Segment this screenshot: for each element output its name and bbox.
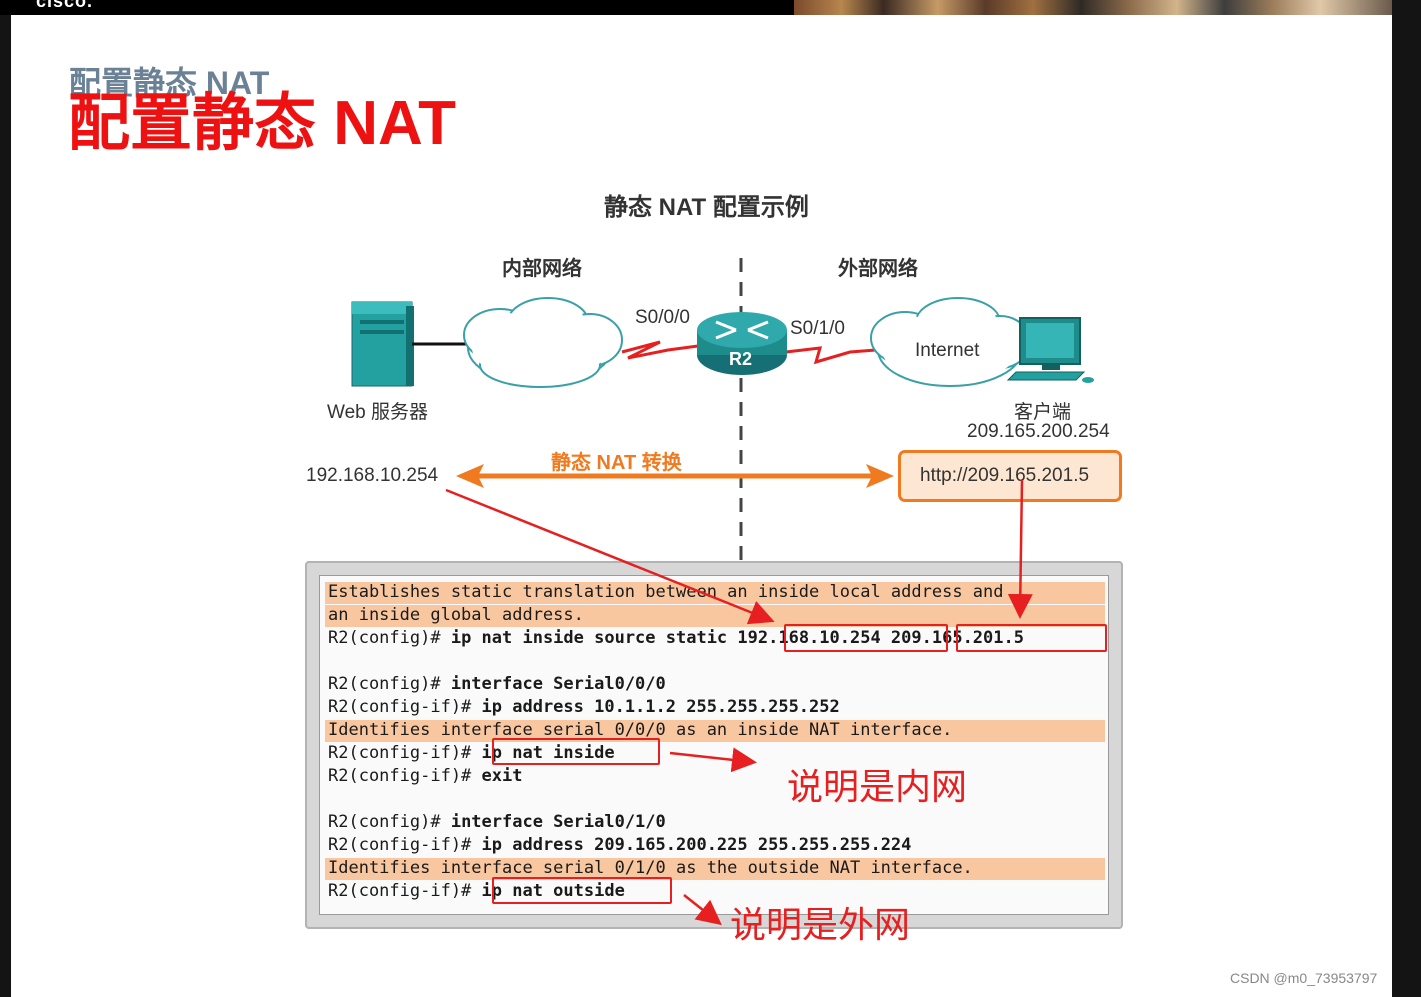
- console-command-line: R2(config)# ip nat inside source static …: [328, 627, 1024, 649]
- console-prompt: R2(config-if)#: [328, 697, 482, 717]
- console-command-line: R2(config-if)# exit: [328, 765, 522, 787]
- top-bar: cisco.: [0, 0, 1421, 15]
- console-command-line: R2(config-if)# ip nat outside: [328, 880, 625, 902]
- console-comment-line: Identifies interface serial 0/1/0 as the…: [328, 857, 973, 879]
- client-label: 客户端: [1014, 402, 1072, 423]
- static-nat-arrow: [456, 464, 894, 488]
- console-text: Identifies interface serial 0/1/0 as the…: [328, 858, 973, 878]
- web-server-label: Web 服务器: [327, 402, 429, 423]
- router-label: R2: [729, 349, 753, 369]
- serial-link-inside: [621, 340, 699, 360]
- internet-label: Internet: [915, 340, 980, 361]
- console-command-line: R2(config)# interface Serial0/1/0: [328, 811, 666, 833]
- console-comment-line: Establishes static translation between a…: [328, 581, 1004, 603]
- console-comment-highlight: [325, 720, 1105, 742]
- inside-local-ip-label: 192.168.10.254: [306, 465, 439, 486]
- header-photo-strip: [794, 0, 1392, 15]
- console-command: ip nat outside: [481, 881, 625, 901]
- console-comment-line: an inside global address.: [328, 604, 584, 626]
- console-command-line: R2(config-if)# ip address 209.165.200.22…: [328, 834, 911, 856]
- static-nat-label: 静态 NAT 转换: [551, 452, 682, 474]
- client-url: http://209.165.201.5: [920, 465, 1090, 486]
- console-command-line: R2(config)# interface Serial0/0/0: [328, 673, 666, 695]
- csdn-watermark: CSDN @m0_73953797: [1230, 970, 1378, 986]
- console-command: ip address 209.165.200.225 255.255.255.2…: [481, 835, 912, 855]
- slide-subtitle: 配置静态 NAT: [69, 65, 270, 101]
- highlight-inside-local-ip: [784, 624, 948, 652]
- console-prompt: R2(config-if)#: [328, 766, 482, 786]
- console-comment-highlight: [325, 858, 1105, 880]
- inside-network-label: 内部网络: [502, 258, 582, 280]
- interface-s010-label: S0/1/0: [790, 318, 845, 339]
- url-box: [898, 450, 1122, 502]
- serial-link-outside: [785, 346, 877, 365]
- console-prompt: R2(config-if)#: [328, 881, 482, 901]
- highlight-inside-global-ip: [956, 624, 1107, 652]
- web-server-icon: [351, 301, 414, 387]
- cisco-logo: cisco.: [36, 0, 94, 11]
- console-command-line: R2(config-if)# ip nat inside: [328, 742, 615, 764]
- client-ip-label: 209.165.200.254: [967, 421, 1110, 442]
- console-command: exit: [481, 766, 523, 786]
- console-prompt: R2(config-if)#: [328, 743, 482, 763]
- console-command: ip nat inside: [481, 743, 615, 763]
- diagram-title: 静态 NAT 配置示例: [604, 194, 809, 221]
- console-command: ip nat inside source static 192.168.10.2…: [450, 628, 1024, 648]
- console-text: an inside global address.: [328, 605, 584, 625]
- console-command: interface Serial0/0/0: [450, 674, 666, 694]
- highlight-ip-nat-outside: [492, 877, 672, 904]
- console-comment-line: Identifies interface serial 0/0/0 as an …: [328, 719, 952, 741]
- inside-network-note: 说明是内网: [787, 766, 968, 807]
- console-text: Establishes static translation between a…: [328, 582, 1004, 602]
- highlight-ip-nat-inside: [492, 738, 660, 765]
- router-r2-icon: [697, 312, 787, 375]
- interface-s000-label: S0/0/0: [635, 307, 690, 328]
- outside-network-note: 说明是外网: [730, 904, 911, 945]
- console-prompt: R2(config)#: [328, 628, 451, 648]
- outside-network-label: 外部网络: [838, 258, 918, 280]
- window-edge: [1392, 0, 1421, 997]
- slide-title: 配置静态 NAT: [68, 89, 457, 158]
- console-command: ip address 10.1.1.2 255.255.255.252: [481, 697, 840, 717]
- console-command: interface Serial0/1/0: [450, 812, 666, 832]
- console-command-line: R2(config-if)# ip address 10.1.1.2 255.2…: [328, 696, 840, 718]
- console-prompt: R2(config)#: [328, 674, 451, 694]
- console-text: Identifies interface serial 0/0/0 as an …: [328, 720, 953, 740]
- client-computer-icon: [1006, 317, 1094, 383]
- console-prompt: R2(config-if)#: [328, 835, 482, 855]
- console-prompt: R2(config)#: [328, 812, 451, 832]
